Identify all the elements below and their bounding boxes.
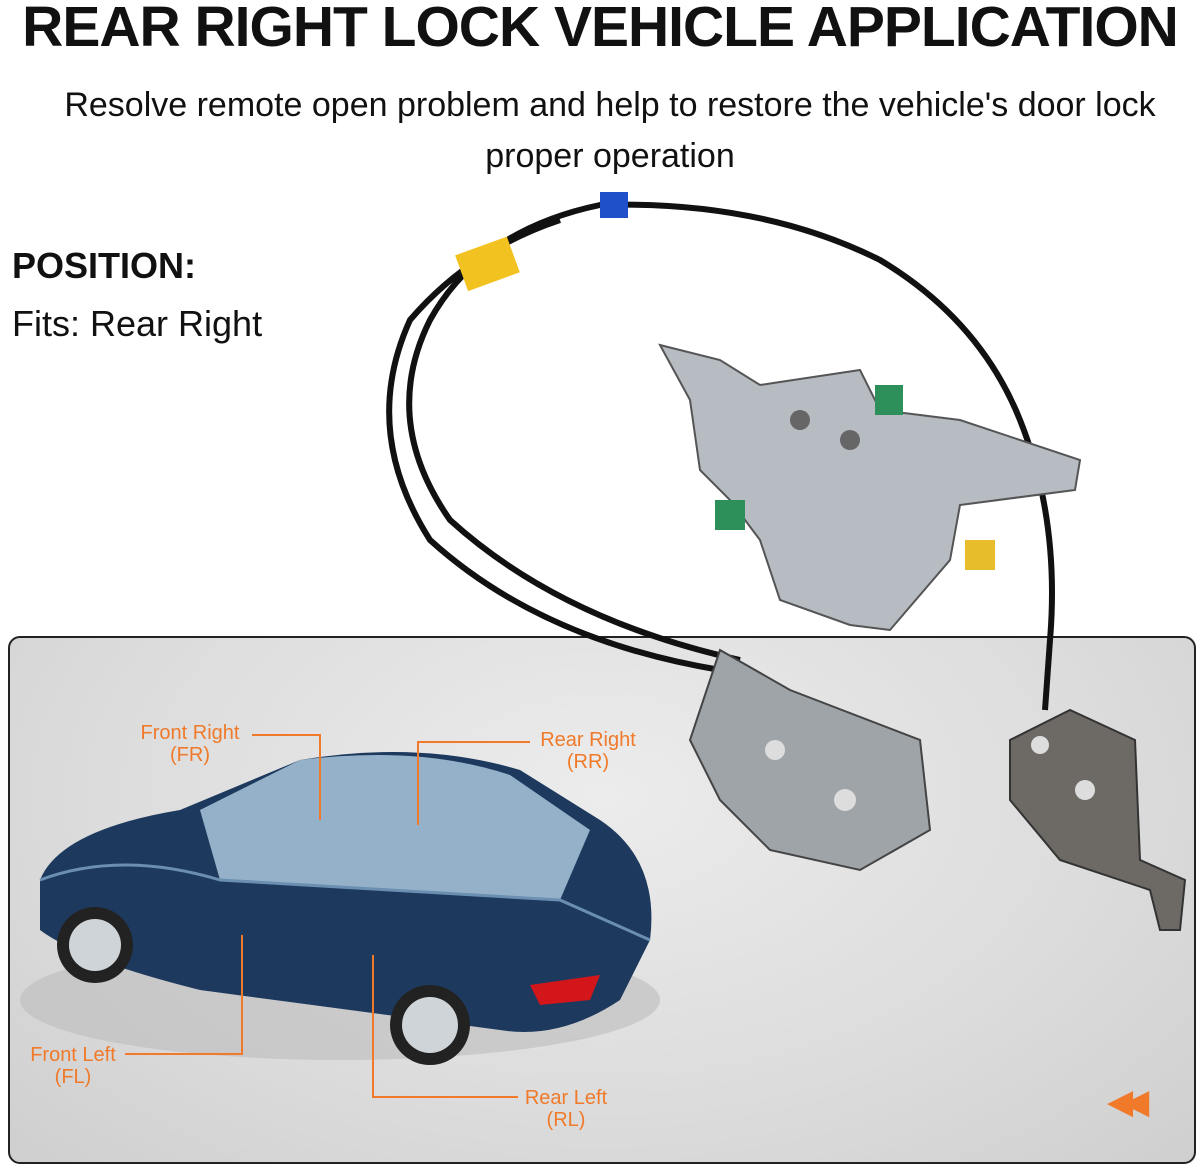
page-title: REAR RIGHT LOCK VEHICLE APPLICATION bbox=[22, 0, 1179, 59]
label-name: Front Left bbox=[30, 1044, 116, 1066]
label-name: Rear Left bbox=[524, 1087, 608, 1109]
double-left-arrow-icon: ◀◀ bbox=[1107, 1083, 1149, 1121]
latch-left bbox=[688, 648, 932, 872]
position-fits: Fits: Rear Right bbox=[12, 303, 263, 344]
label-code: (FL) bbox=[54, 1066, 92, 1088]
label-code: (RR) bbox=[566, 751, 610, 773]
subtitle: Resolve remote open problem and help to … bbox=[64, 86, 1156, 175]
label-rear-right: Rear Right (RR) bbox=[532, 729, 644, 773]
yellow-cable-clip bbox=[455, 236, 520, 292]
label-name: Front Right bbox=[140, 722, 240, 744]
label-rear-left: Rear Left (RL) bbox=[518, 1087, 614, 1131]
label-front-right: Front Right (FR) bbox=[130, 722, 250, 766]
door-lock-actuator bbox=[658, 343, 1082, 632]
label-name: Rear Right bbox=[540, 729, 636, 751]
car-illustration bbox=[20, 752, 660, 1065]
latch-right bbox=[1009, 708, 1187, 931]
position-heading: POSITION: bbox=[12, 245, 197, 286]
label-code: (FR) bbox=[170, 744, 210, 766]
label-code: (RL) bbox=[546, 1109, 586, 1131]
label-front-left: Front Left (FL) bbox=[20, 1044, 126, 1088]
blue-cable-clip bbox=[600, 192, 628, 218]
leader-lines bbox=[125, 734, 530, 1098]
